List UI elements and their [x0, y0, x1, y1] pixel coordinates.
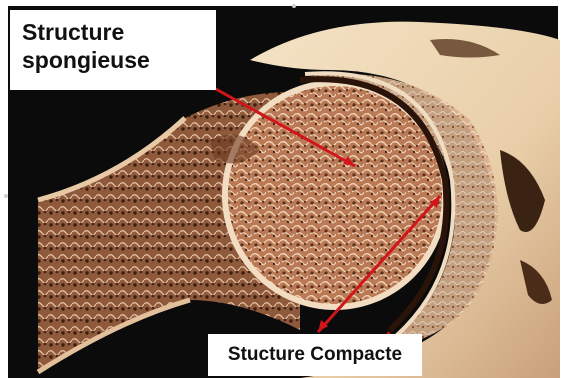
compact-structure-label: Stucture Compacte — [208, 334, 422, 376]
spongy-label-line2: spongieuse — [22, 46, 216, 74]
decorative-dot — [292, 4, 296, 8]
spongy-structure-label: Structure spongieuse — [10, 10, 216, 90]
decorative-dot — [4, 194, 8, 198]
spongy-label-line1: Structure — [22, 18, 216, 46]
